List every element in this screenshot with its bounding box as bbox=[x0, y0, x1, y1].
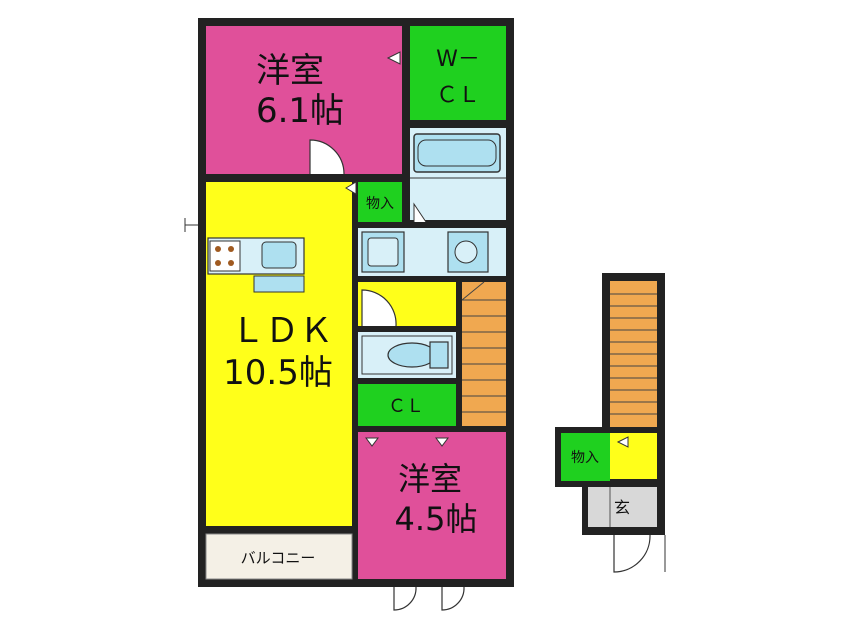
room-storage-top bbox=[358, 182, 402, 222]
room-entrance bbox=[588, 487, 657, 527]
stove-icon bbox=[209, 240, 241, 272]
label-walkin-line2: ＣＬ bbox=[436, 83, 480, 108]
door-bottom-left bbox=[393, 586, 417, 611]
room-western-bottom bbox=[358, 432, 506, 579]
label-western-bottom-name: 洋室 bbox=[398, 460, 462, 498]
door-bath bbox=[413, 202, 427, 223]
label-balcony: バルコニー bbox=[241, 549, 316, 567]
label-ldk-size: 10.5帖 bbox=[223, 353, 333, 393]
label-walkin-line1: W－ bbox=[436, 47, 480, 72]
room-closet bbox=[358, 384, 456, 426]
balcony bbox=[205, 533, 353, 580]
fridge-icon bbox=[253, 275, 305, 293]
sink-icon bbox=[261, 241, 297, 269]
label-western-top-size: 6.1帖 bbox=[256, 91, 344, 131]
label-closet: ＣＬ bbox=[388, 396, 424, 417]
label-western-top-name: 洋室 bbox=[256, 51, 324, 91]
room-western-top bbox=[206, 26, 402, 174]
label-entrance: 玄 bbox=[614, 498, 630, 517]
label-storage-top: 物入 bbox=[366, 196, 394, 212]
label-ldk-name: ＬＤＫ bbox=[231, 311, 333, 351]
room-storage-entry bbox=[561, 433, 610, 481]
door-western-top bbox=[309, 139, 345, 175]
door-entrance bbox=[613, 534, 651, 573]
door-bottom-right bbox=[441, 586, 465, 611]
annex-landing bbox=[610, 433, 657, 479]
label-western-bottom-size: 4.5帖 bbox=[395, 500, 478, 538]
toilet-icon bbox=[387, 342, 437, 368]
staircase-main bbox=[462, 282, 506, 426]
label-storage-entry: 物入 bbox=[571, 450, 599, 466]
room-walkin-closet bbox=[410, 26, 506, 120]
